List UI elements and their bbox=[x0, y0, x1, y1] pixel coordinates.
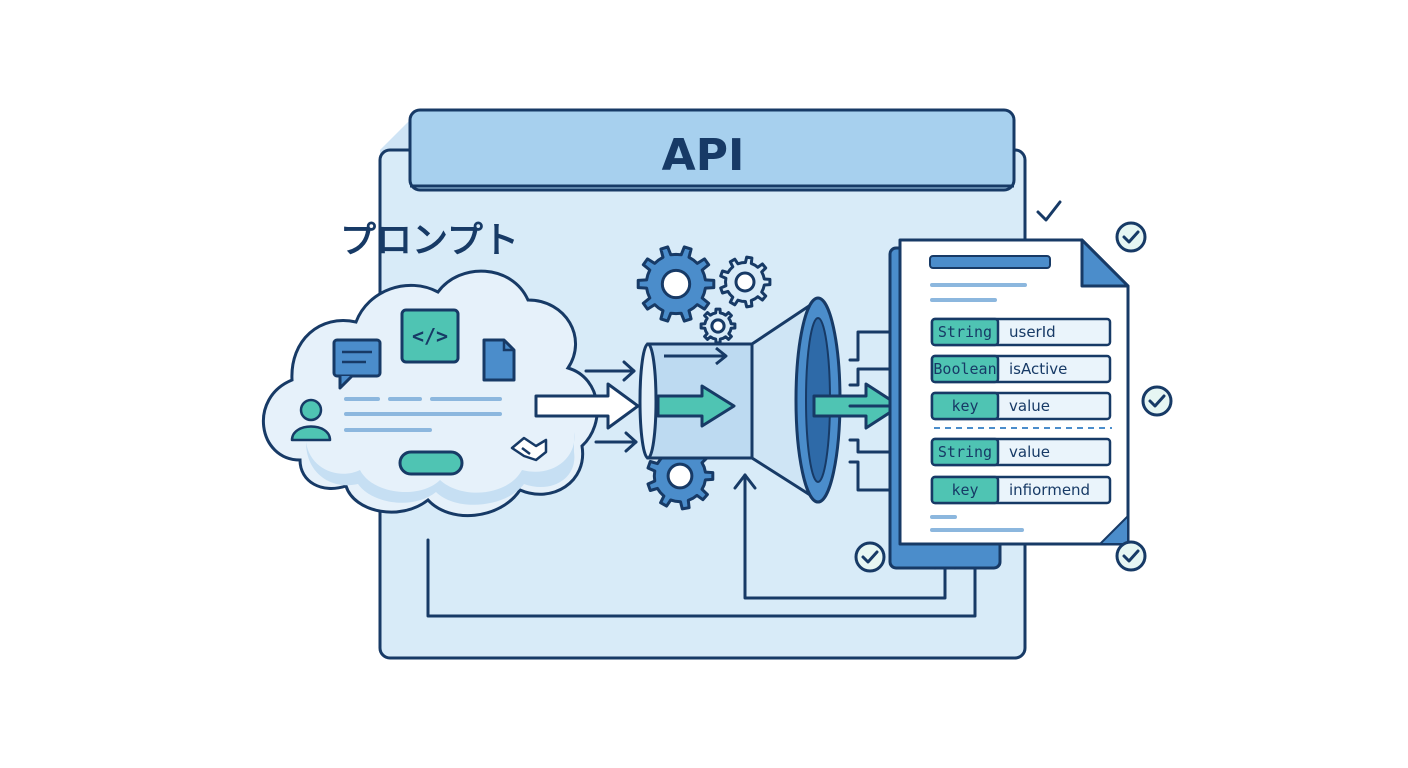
text-lines bbox=[344, 397, 502, 432]
check-icon bbox=[1115, 540, 1147, 572]
field-type: Boolean bbox=[933, 360, 996, 378]
check-badges bbox=[854, 221, 1173, 573]
schema-row: key infiormend bbox=[930, 475, 1112, 505]
schema-row: Boolean isActive bbox=[930, 354, 1112, 384]
field-name: value bbox=[1009, 397, 1050, 415]
type-badge bbox=[930, 354, 1000, 384]
file-icon bbox=[482, 338, 516, 382]
gear-icon bbox=[719, 255, 772, 309]
document-fold bbox=[1080, 238, 1130, 288]
handshake-icon bbox=[510, 436, 548, 462]
field-type: String bbox=[938, 323, 992, 341]
type-badge bbox=[930, 437, 1000, 467]
schema-row: String value bbox=[930, 437, 1112, 467]
arrow-icon bbox=[534, 382, 640, 430]
type-badge bbox=[930, 391, 1000, 421]
field-name: isActive bbox=[1009, 360, 1067, 378]
gear-icon bbox=[646, 441, 715, 511]
check-icon bbox=[1036, 200, 1062, 222]
field-name: infiormend bbox=[1009, 481, 1090, 499]
field-name: value bbox=[1009, 443, 1050, 461]
api-title: API bbox=[662, 130, 745, 181]
api-header bbox=[408, 108, 1016, 192]
document-title-bar bbox=[929, 255, 1051, 269]
field-type: key bbox=[951, 481, 978, 499]
field-name: userId bbox=[1009, 323, 1056, 341]
svg-text:</>: </> bbox=[412, 324, 448, 348]
check-icon bbox=[1115, 221, 1147, 253]
prompt-button[interactable] bbox=[398, 450, 464, 476]
gear-icon bbox=[699, 307, 737, 345]
type-badge bbox=[930, 475, 1000, 505]
gear-icon bbox=[636, 245, 716, 323]
input-arrows bbox=[584, 360, 638, 453]
code-icon: </> bbox=[400, 308, 460, 364]
schema-row: key value bbox=[930, 391, 1112, 421]
check-icon bbox=[1141, 385, 1173, 417]
field-type: String bbox=[938, 443, 992, 461]
prompt-cloud bbox=[261, 269, 599, 518]
check-icon bbox=[854, 541, 886, 573]
schema-row: String userId bbox=[930, 317, 1112, 347]
user-icon bbox=[290, 398, 332, 442]
prompt-label: プロンプト bbox=[340, 220, 519, 261]
chat-icon bbox=[332, 338, 382, 390]
field-type: key bbox=[951, 397, 978, 415]
type-badge bbox=[930, 317, 1000, 347]
